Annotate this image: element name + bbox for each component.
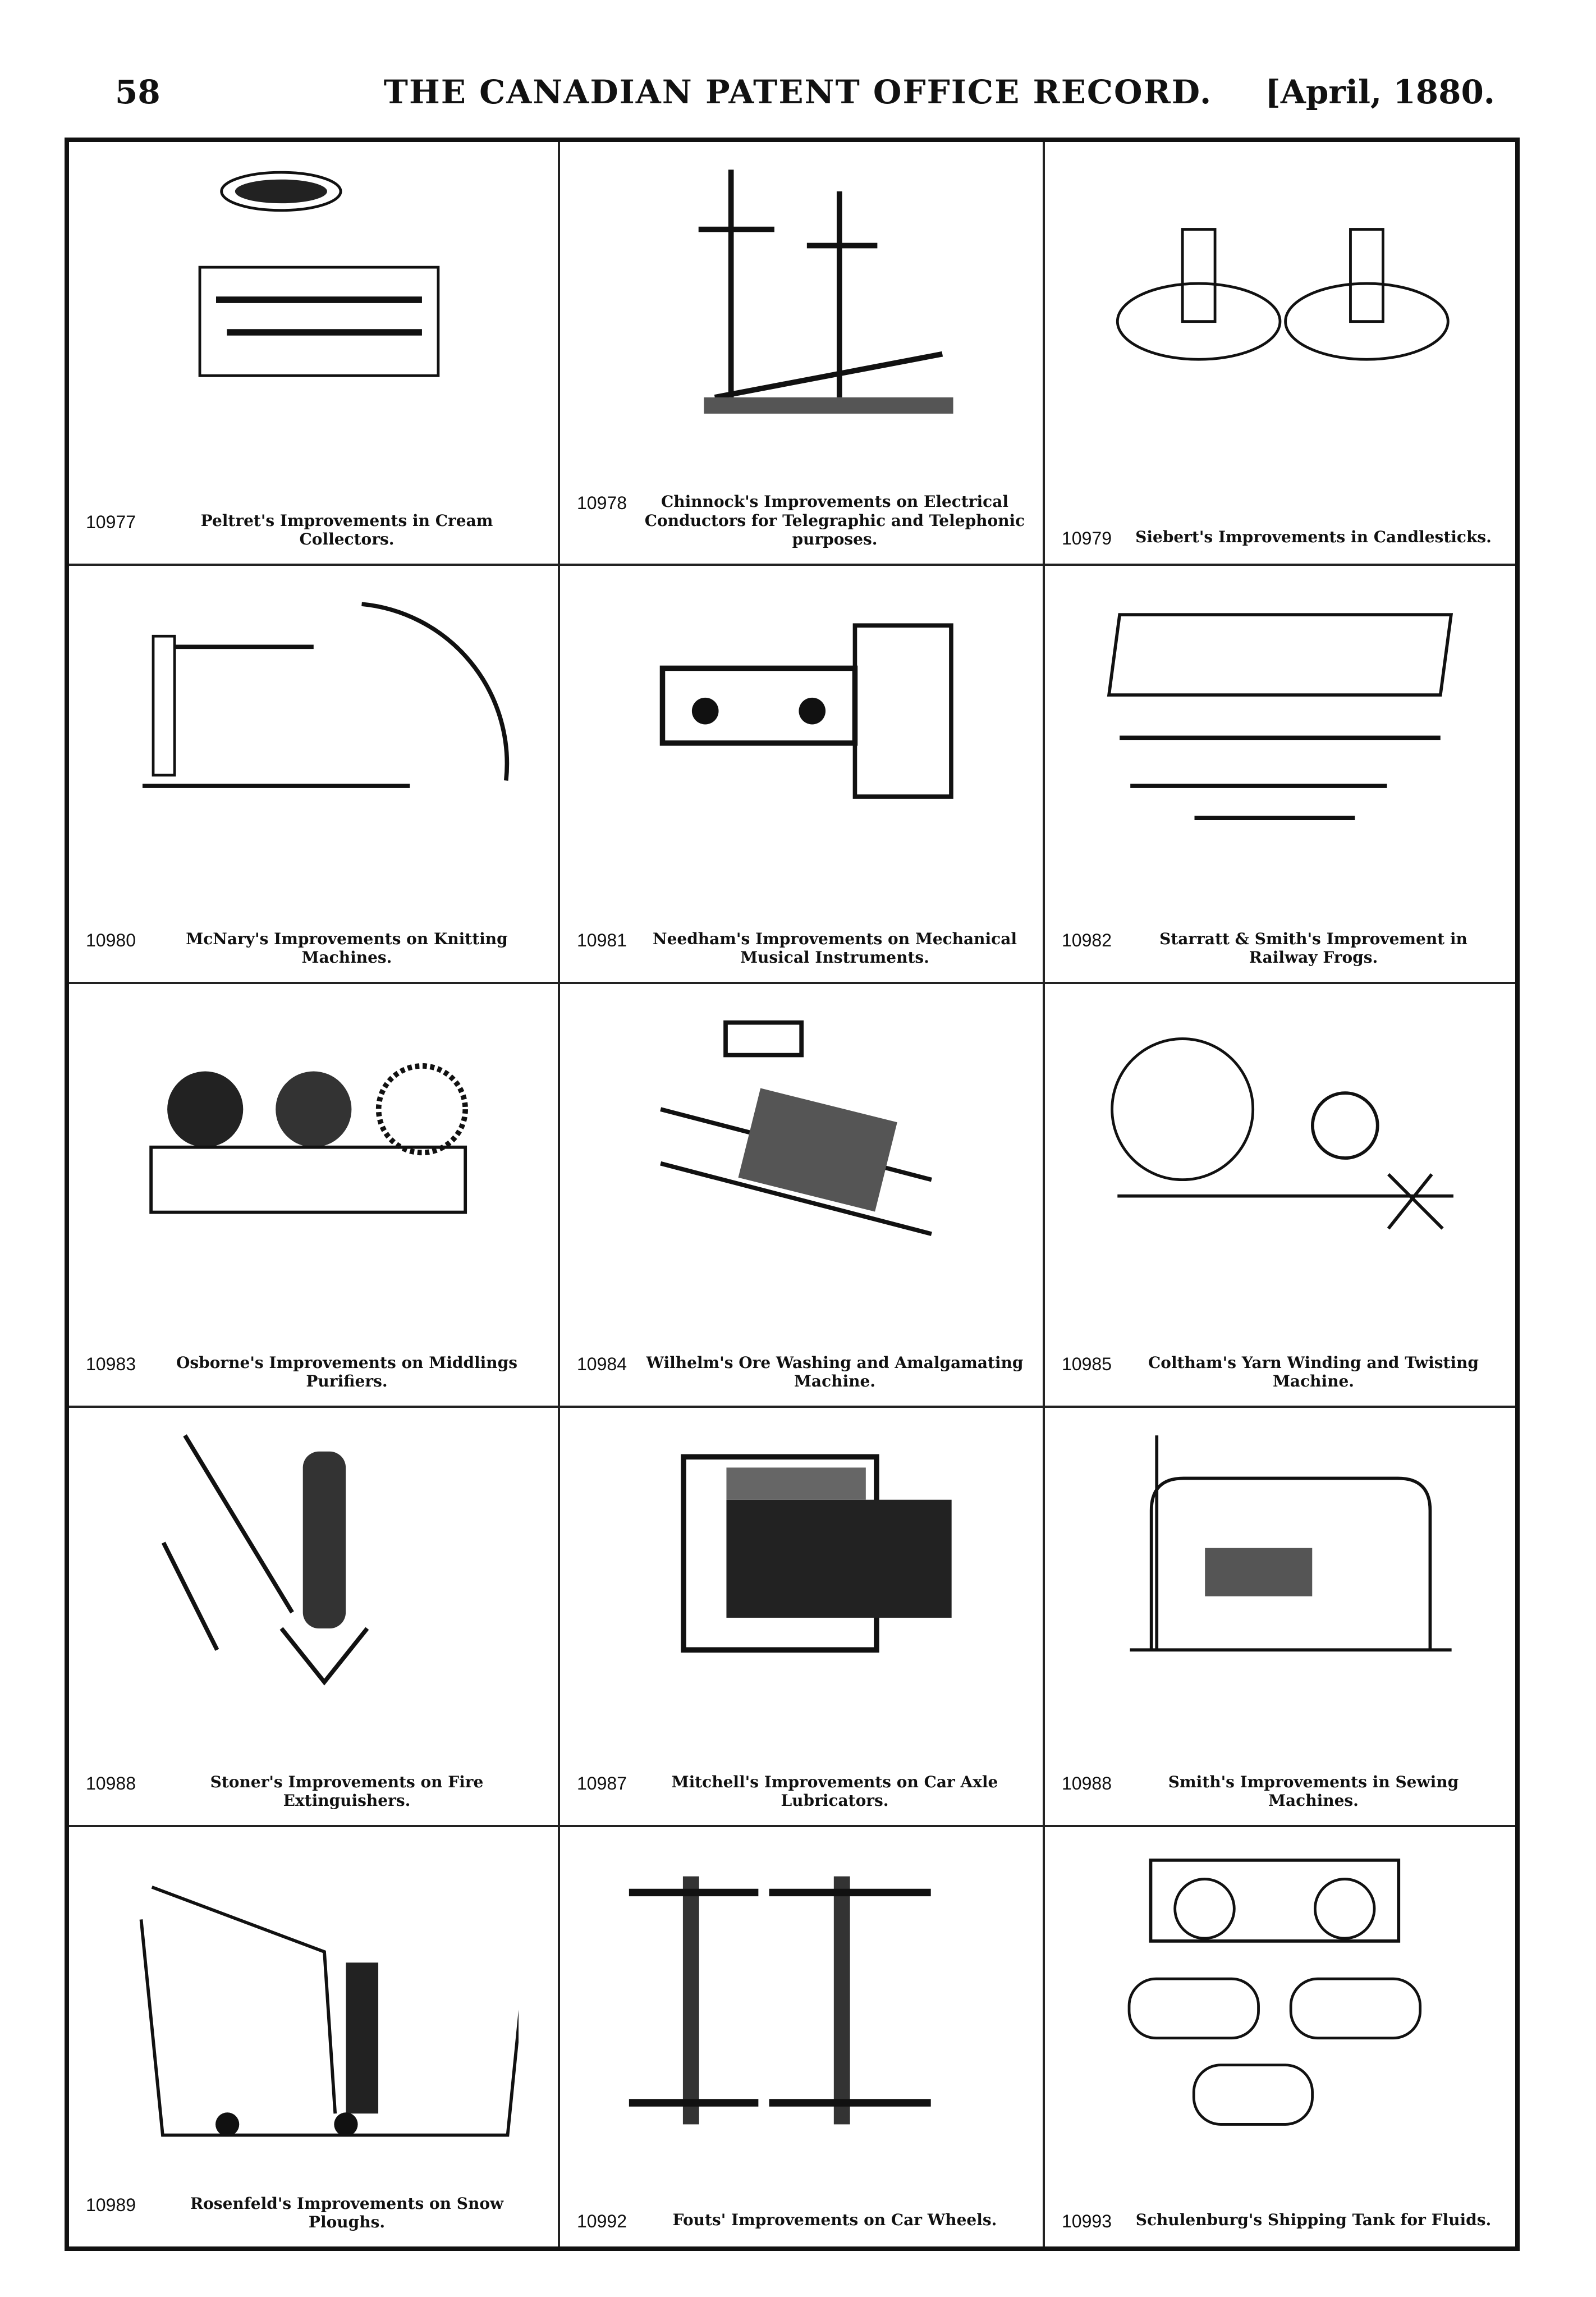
patent-illustration (1127, 1858, 1422, 2126)
patent-illustration (629, 1876, 931, 2125)
patent-illustration (1107, 612, 1453, 820)
patent-title: Schulenburg's Shipping Tank for Fluids. (1135, 2210, 1492, 2229)
patent-cell: 10981 Needham's Improvements on Mechanic… (560, 566, 1045, 984)
patent-number: 10981 (577, 930, 627, 950)
patent-number: 10989 (86, 2194, 136, 2215)
patent-title: Rosenfeld's Improvements on Snow Ploughs… (190, 2194, 504, 2232)
patent-illustration (659, 623, 953, 799)
patent-cell: 10983 Osborne's Improvements on Middling… (69, 984, 560, 1408)
patent-cell: 10977 Peltret's Improvements in Cream Co… (69, 142, 560, 566)
patent-caption: 10979 Siebert's Improvements in Candlest… (1062, 528, 1498, 549)
patent-caption: 10988 Smith's Improvements in Sewing Mac… (1062, 1773, 1498, 1810)
patent-caption: 10977 Peltret's Improvements in Cream Co… (86, 511, 541, 549)
patent-title: Siebert's Improvements in Candlesticks. (1135, 527, 1492, 546)
patent-cell: 10982 Starratt & Smith's Improvement in … (1045, 566, 1515, 984)
patent-number: 10979 (1062, 528, 1112, 548)
patent-caption: 10978 Chinnock's Improvements on Electri… (577, 492, 1026, 549)
patent-illustration (659, 1020, 932, 1236)
patent-caption: 10984 Wilhelm's Ore Washing and Amalgama… (577, 1353, 1026, 1391)
patent-title: Starratt & Smith's Improvement in Railwa… (1159, 929, 1467, 967)
patent-number: 10982 (1062, 930, 1112, 950)
patent-title: Wilhelm's Ore Washing and Amalgamating M… (646, 1353, 1024, 1391)
patent-caption: 10992 Fouts' Improvements on Car Wheels. (577, 2211, 1026, 2232)
patent-cell: 10988 Stoner's Improvements on Fire Exti… (69, 1408, 560, 1827)
patent-cell: 10979 Siebert's Improvements in Candlest… (1045, 142, 1515, 566)
patent-illustration (142, 601, 509, 788)
patent-title: McNary's Improvements on Knitting Machin… (186, 929, 508, 967)
patent-illustration (1130, 1435, 1452, 1651)
patent-caption: 10988 Stoner's Improvements on Fire Exti… (86, 1773, 541, 1810)
patent-title: Peltret's Improvements in Cream Collecto… (200, 511, 493, 549)
patent-number: 10983 (86, 1353, 136, 1374)
page-title: THE CANADIAN PATENT OFFICE RECORD. (383, 73, 1213, 111)
patent-illustration (139, 1886, 519, 2137)
patent-grid: 10977 Peltret's Improvements in Cream Co… (65, 138, 1520, 2251)
patent-illustration (161, 1434, 369, 1686)
patent-caption: 10982 Starratt & Smith's Improvement in … (1062, 930, 1498, 967)
patent-title: Osborne's Improvements on Middlings Puri… (176, 1353, 517, 1391)
patent-caption: 10993 Schulenburg's Shipping Tank for Fl… (1062, 2211, 1498, 2232)
patent-number: 10985 (1062, 1353, 1112, 1374)
patent-title: Fouts' Improvements on Car Wheels. (672, 2210, 997, 2229)
page-number: 58 (115, 73, 160, 111)
patent-number: 10978 (577, 493, 627, 514)
patent-caption: 10981 Needham's Improvements on Mechanic… (577, 930, 1026, 967)
patent-title: Smith's Improvements in Sewing Machines. (1168, 1772, 1459, 1810)
patent-number: 10984 (577, 1353, 627, 1374)
patent-title: Mitchell's Improvements on Car Axle Lubr… (671, 1772, 998, 1810)
patent-title: Chinnock's Improvements on Electrical Co… (644, 492, 1025, 549)
patent-number: 10987 (577, 1773, 627, 1793)
issue-date: [April, 1880. (1265, 73, 1495, 111)
patent-number: 10992 (577, 2211, 627, 2231)
patent-cell: 10980 McNary's Improvements on Knitting … (69, 566, 560, 984)
patent-illustration (681, 1454, 952, 1653)
patent-title: Stoner's Improvements on Fire Extinguish… (210, 1772, 484, 1810)
patent-illustration (1111, 1037, 1453, 1230)
patent-illustration (198, 171, 439, 377)
patent-caption: 10980 McNary's Improvements on Knitting … (86, 930, 541, 967)
patent-cell: 10993 Schulenburg's Shipping Tank for Fl… (1045, 1827, 1515, 2246)
patent-illustration (1116, 228, 1450, 361)
patent-illustration (149, 1063, 468, 1214)
patent-number: 10988 (86, 1773, 136, 1793)
patent-cell: 10989 Rosenfeld's Improvements on Snow P… (69, 1827, 560, 2246)
patent-cell: 10984 Wilhelm's Ore Washing and Amalgama… (560, 984, 1045, 1408)
patent-title: Coltham's Yarn Winding and Twisting Mach… (1148, 1353, 1479, 1391)
patent-caption: 10989 Rosenfeld's Improvements on Snow P… (86, 2194, 541, 2232)
patent-cell: 10987 Mitchell's Improvements on Car Axl… (560, 1408, 1045, 1827)
patent-caption: 10985 Coltham's Yarn Winding and Twistin… (1062, 1353, 1498, 1391)
patent-cell: 10985 Coltham's Yarn Winding and Twistin… (1045, 984, 1515, 1408)
patent-cell: 10978 Chinnock's Improvements on Electri… (560, 142, 1045, 566)
patent-caption: 10987 Mitchell's Improvements on Car Axl… (577, 1773, 1026, 1810)
patent-number: 10977 (86, 511, 136, 532)
patent-number: 10988 (1062, 1773, 1112, 1793)
patent-title: Needham's Improvements on Mechanical Mus… (652, 929, 1017, 967)
patent-caption: 10983 Osborne's Improvements on Middling… (86, 1353, 541, 1391)
patent-illustration (698, 170, 953, 414)
patent-cell: 10992 Fouts' Improvements on Car Wheels. (560, 1827, 1045, 2246)
patent-cell: 10988 Smith's Improvements in Sewing Mac… (1045, 1408, 1515, 1827)
patent-number: 10980 (86, 930, 136, 950)
patent-number: 10993 (1062, 2211, 1112, 2231)
